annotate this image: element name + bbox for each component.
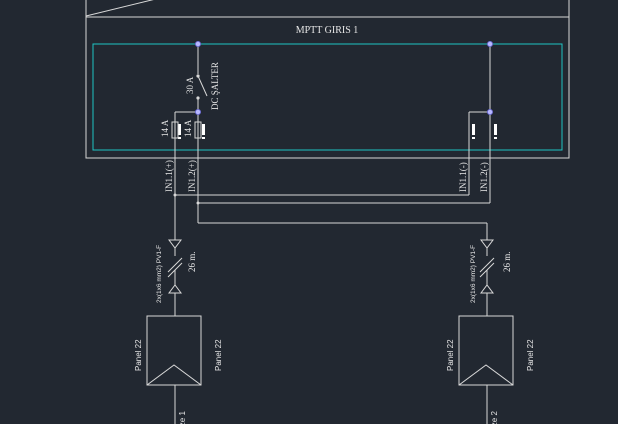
input-label-in1-1-pos: IN1.1(+) [164,160,174,192]
input-label-in1-2-pos: IN1.2(+) [187,160,197,192]
cable-length-label: 26 m. [502,251,512,272]
cable-break-icon [167,257,183,273]
connector-top-icon [168,239,182,249]
mppt-enclosure [85,16,570,159]
fuse-holder-icon [194,121,202,139]
string-label: ize 2 [490,411,499,424]
junction-node-icon [194,41,201,48]
input-label-in1-2-neg: IN1.2(-) [479,162,489,192]
switch-current-label: 30 A [185,76,195,94]
string-label: ize 1 [178,411,187,424]
pv-panel-icon [146,364,202,386]
panel-right-label: Panel 22 [526,339,535,371]
fuse-icon [202,124,205,135]
wire-junction-icon [196,201,200,205]
pv-panel-2 [458,315,514,386]
cable-break-icon [479,257,495,273]
fuse-icon [202,137,205,139]
fuse-icon [494,124,497,135]
cable-spec-label: 2x(1x6 mm2) PV1-F [470,245,477,303]
pv-panel-icon [458,364,514,386]
connector-bottom-icon [480,284,494,294]
cable-length-label: 26 m. [187,251,197,272]
fuse-icon [178,124,181,135]
switch-name-label: DC ŞALTER [210,62,220,110]
fuse-1-rating: 14 A [160,119,170,137]
fuse-icon [472,137,475,139]
fuse-holder-icon [171,121,179,139]
panel-left-label: Panel 22 [446,339,455,371]
junction-node-icon [194,109,201,116]
wire-junction-icon [173,193,177,197]
junction-node-icon [486,109,493,116]
mppt-title: MPTT GIRIS 1 [296,25,359,36]
switch-contact-icon [196,74,200,78]
switch-contact-icon [196,96,200,100]
connector-top-icon [480,239,494,249]
fuse-icon [494,137,497,139]
fuse-icon [472,124,475,135]
fuse-icon [178,137,181,139]
input-label-in1-1-neg: IN1.1(-) [458,162,468,192]
junction-node-icon [486,41,493,48]
connector-bottom-icon [168,284,182,294]
top-enclosure-diagonal [85,0,154,17]
fuse-2-rating: 14 A [183,119,193,137]
panel-right-label: Panel 22 [214,339,223,371]
pv-panel-1 [146,315,202,386]
dc-switch-blade [197,75,208,97]
panel-left-label: Panel 22 [134,339,143,371]
mppt-inner-frame [92,43,563,151]
cable-spec-label: 2x(1x6 mm2) PV1-F [156,245,163,303]
top-enclosure [85,0,570,18]
